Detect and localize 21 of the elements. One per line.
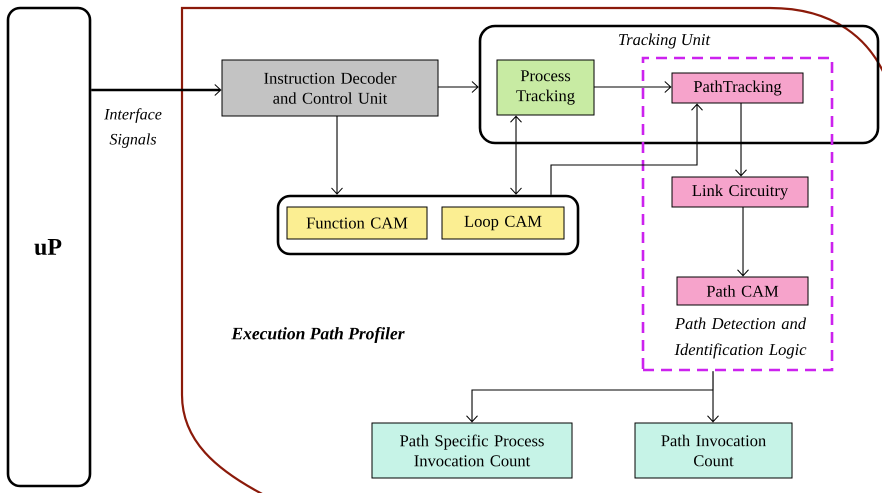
process-box: Instruction Decoder and Control Unit: [222, 60, 438, 116]
counter-box: Path Specific Process Invocation Count: [372, 422, 572, 478]
arrow: [737, 208, 750, 276]
counter-box: Path Invocation Count: [634, 422, 792, 478]
memory-box: Function CAM: [286, 206, 428, 240]
process-box: Link Circuitry: [672, 176, 808, 208]
process-box: PathTracking: [672, 72, 804, 104]
edge-label: Interface Signals: [104, 108, 162, 148]
process-box: Path CAM: [676, 276, 808, 306]
arrow: [438, 81, 479, 93]
arrow: [91, 84, 222, 96]
arrow: [707, 371, 719, 422]
arrow: [331, 116, 343, 195]
processor-block: uP: [6, 6, 92, 488]
arrow: [550, 104, 703, 195]
process-box: Process Tracking: [496, 60, 594, 116]
arrow: [510, 116, 522, 195]
cam-container: [276, 194, 580, 256]
memory-box: Loop CAM: [442, 206, 564, 240]
arrow: [735, 104, 747, 176]
arrow: [594, 81, 672, 93]
